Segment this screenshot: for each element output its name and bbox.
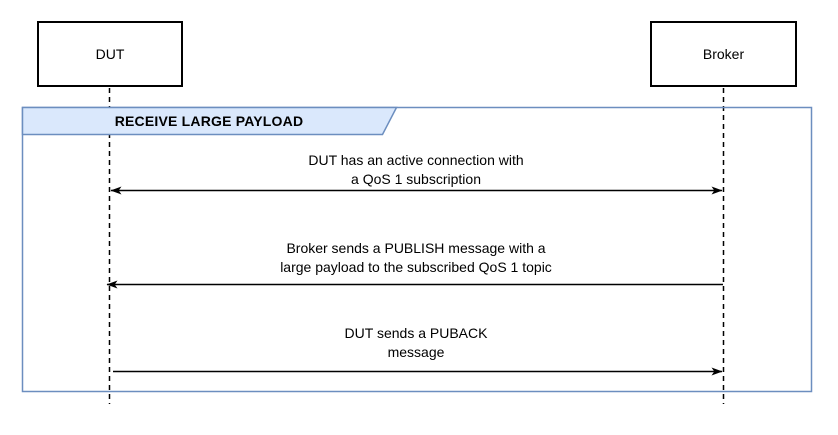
frame-tab: [21, 106, 398, 136]
message-label-publish: Broker sends a PUBLISH message with a la…: [280, 240, 552, 275]
message-label-puback: DUT sends a PUBACK message: [344, 325, 488, 360]
frame-title: RECEIVE LARGE PAYLOAD: [114, 113, 304, 129]
actor-box-dut: DUT: [37, 21, 183, 87]
frame-border: [21, 106, 813, 393]
actor-label-dut: DUT: [95, 46, 125, 62]
actor-label-broker: Broker: [702, 46, 745, 62]
actor-box-broker: Broker: [650, 21, 797, 87]
message-label-connection: DUT has an active connection with a QoS …: [308, 152, 524, 187]
